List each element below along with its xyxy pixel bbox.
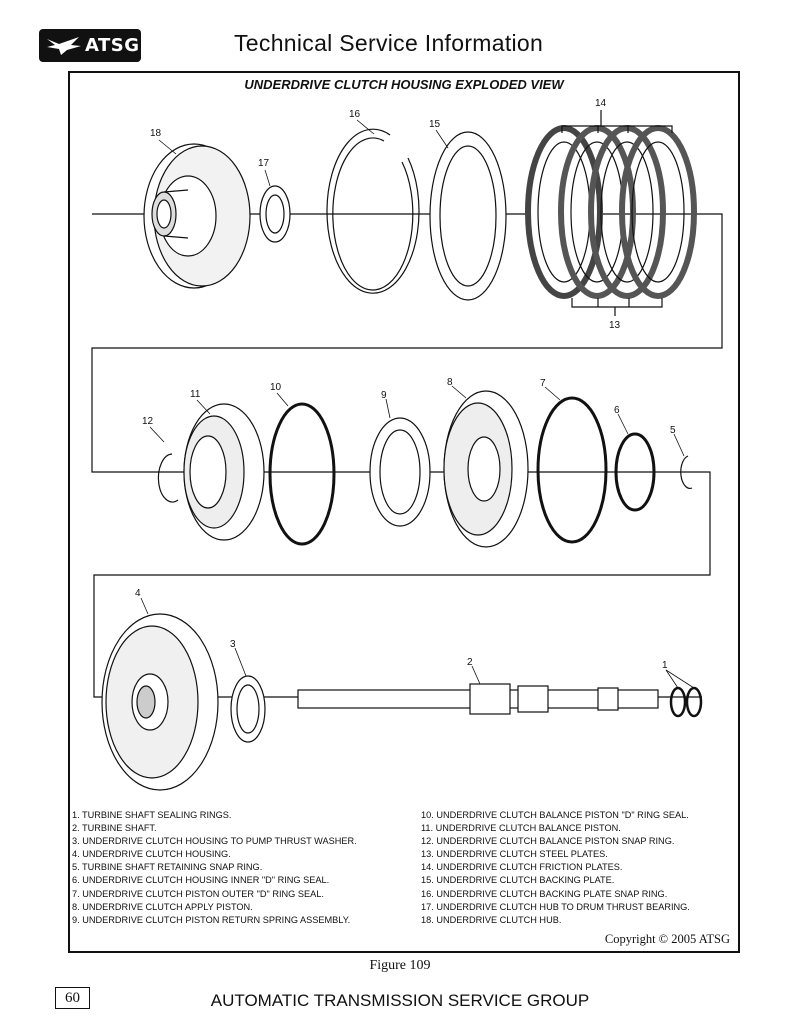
callout-5: 5 xyxy=(670,425,676,436)
legend-item: 13. UNDERDRIVE CLUTCH STEEL PLATES. xyxy=(421,849,608,860)
snap-ring-part-12 xyxy=(157,453,179,503)
callout-2: 2 xyxy=(467,657,473,668)
legend-item: 6. UNDERDRIVE CLUTCH HOUSING INNER "D" R… xyxy=(72,875,330,886)
snap-ring-part-5 xyxy=(680,455,693,489)
parts-legend-right: 10. UNDERDRIVE CLUTCH BALANCE PISTON "D"… xyxy=(421,809,690,927)
legend-item: 17. UNDERDRIVE CLUTCH HUB TO DRUM THRUST… xyxy=(421,901,690,912)
legend-item: 14. UNDERDRIVE CLUTCH FRICTION PLATES. xyxy=(421,862,623,873)
copyright-notice: Copyright © 2005 ATSG xyxy=(604,932,730,946)
legend-item: 9. UNDERDRIVE CLUTCH PISTON RETURN SPRIN… xyxy=(72,914,351,925)
d-ring-seal-part-7 xyxy=(536,396,608,544)
legend-item: 11. UNDERDRIVE CLUTCH BALANCE PISTON. xyxy=(421,823,621,834)
diagram-title: UNDERDRIVE CLUTCH HOUSING EXPLODED VIEW xyxy=(244,77,564,92)
thrust-bearing-part-17 xyxy=(259,185,291,243)
figure-caption: Figure 109 xyxy=(369,958,431,973)
legend-item: 1. TURBINE SHAFT SEALING RINGS. xyxy=(72,810,232,820)
callout-18: 18 xyxy=(150,128,162,139)
legend-item: 4. UNDERDRIVE CLUTCH HOUSING. xyxy=(72,849,231,860)
page-title: Technical Service Information xyxy=(234,30,544,56)
balance-piston-part-11 xyxy=(183,403,265,541)
legend-item: 15. UNDERDRIVE CLUTCH BACKING PLATE. xyxy=(421,875,615,886)
legend-item: 2. TURBINE SHAFT. xyxy=(72,823,157,834)
thrust-washer-part-3 xyxy=(230,675,266,743)
legend-item: 16. UNDERDRIVE CLUTCH BACKING PLATE SNAP… xyxy=(421,888,668,899)
legend-item: 5. TURBINE SHAFT RETAINING SNAP RING. xyxy=(72,862,263,873)
legend-item: 12. UNDERDRIVE CLUTCH BALANCE PISTON SNA… xyxy=(421,836,675,847)
callout-7: 7 xyxy=(540,378,546,389)
logo-text: ATSG xyxy=(85,35,140,56)
parts-legend-left: 1. TURBINE SHAFT SEALING RINGS. 2. TURBI… xyxy=(72,809,357,927)
exploded-view-diagram: 1 2 3 4 5 6 7 8 9 10 11 12 13 14 15 16 1… xyxy=(91,98,723,791)
callout-16: 16 xyxy=(349,109,361,120)
figure-frame: UNDERDRIVE CLUTCH HOUSING EXPLODED VIEW xyxy=(68,71,740,953)
turbine-shaft-part-2 xyxy=(297,683,659,715)
clutch-hub-part-18 xyxy=(143,143,251,289)
d-ring-seal-part-10 xyxy=(268,402,336,546)
apply-piston-part-8 xyxy=(443,390,529,548)
callout-9: 9 xyxy=(381,390,387,401)
legend-item: 7. UNDERDRIVE CLUTCH PISTON OUTER "D" RI… xyxy=(72,888,324,899)
eagle-logo-icon xyxy=(47,36,81,55)
page-number: 60 xyxy=(55,987,90,1009)
footer-text: AUTOMATIC TRANSMISSION SERVICE GROUP xyxy=(210,991,590,1010)
callout-14: 14 xyxy=(595,98,607,109)
snap-ring-part-16 xyxy=(326,128,420,294)
return-spring-assembly-part-9 xyxy=(369,417,431,527)
callout-11: 11 xyxy=(190,389,201,400)
callout-1: 1 xyxy=(662,660,668,671)
callout-17: 17 xyxy=(258,158,270,169)
legend-item: 10. UNDERDRIVE CLUTCH BALANCE PISTON "D"… xyxy=(421,810,689,820)
d-ring-seal-part-6 xyxy=(614,432,656,512)
callout-8: 8 xyxy=(447,377,453,388)
legend-item: 18. UNDERDRIVE CLUTCH HUB. xyxy=(421,914,562,925)
callout-6: 6 xyxy=(614,405,620,416)
legend-item: 8. UNDERDRIVE CLUTCH APPLY PISTON. xyxy=(72,901,253,912)
callout-12: 12 xyxy=(142,416,154,427)
sealing-rings-part-1 xyxy=(669,686,703,718)
clutch-plate-pack-parts-13-14 xyxy=(525,110,697,316)
backing-plate-part-15 xyxy=(429,131,507,301)
callout-4: 4 xyxy=(135,588,141,599)
callout-3: 3 xyxy=(230,639,236,650)
legend-item: 3. UNDERDRIVE CLUTCH HOUSING TO PUMP THR… xyxy=(72,836,357,847)
callout-15: 15 xyxy=(429,119,441,130)
clutch-housing-part-4 xyxy=(101,613,219,791)
atsg-logo: ATSG xyxy=(39,29,141,62)
callout-13: 13 xyxy=(609,320,621,331)
callout-10: 10 xyxy=(270,382,282,393)
